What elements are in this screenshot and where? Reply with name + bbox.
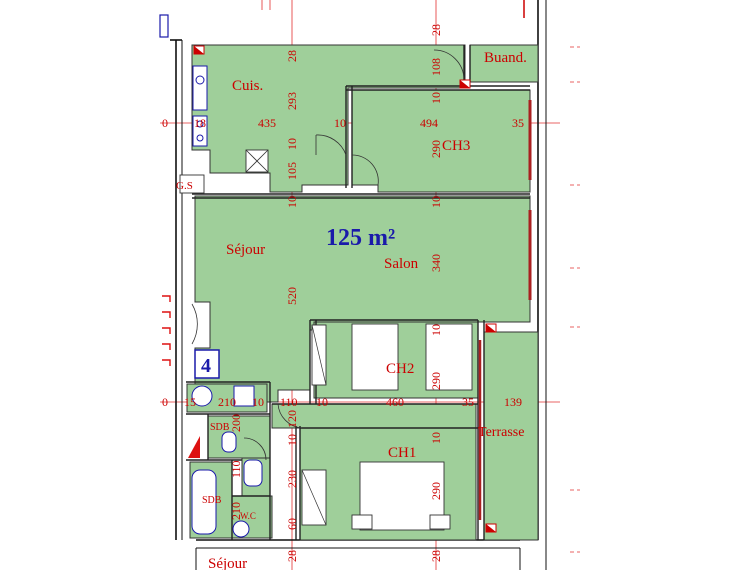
dim-label: 108 (429, 58, 443, 76)
room-labels: Cuis. Buand. CH3 G.S Séjour Salon CH2 CH… (176, 50, 527, 570)
dim-label: 139 (504, 395, 522, 409)
staircase-marker-icon (188, 436, 200, 458)
apartment-number-box (194, 349, 220, 379)
washbasin-icon (191, 385, 213, 407)
dim-label: 28 (285, 50, 299, 62)
dim-label: 120 (285, 410, 299, 428)
dim-label: 230 (285, 470, 299, 488)
fixtures (162, 45, 497, 538)
dim-label: 105 (285, 162, 299, 180)
bathtub-icon (191, 469, 217, 535)
bed-ch2-icon (351, 323, 399, 391)
dim-label: 290 (429, 140, 443, 158)
room-label-ch2: CH2 (386, 361, 414, 377)
dim-label: 60 (285, 518, 299, 530)
dim-label: 290 (429, 372, 443, 390)
dim-label: 435 (258, 116, 276, 130)
room-label-sdb-top: SDB (210, 422, 230, 433)
dim-label: 28 (429, 550, 443, 562)
dim-label: 110 (280, 395, 298, 409)
room-label-wc: W.C (240, 511, 256, 521)
dim-label: 10 (429, 324, 443, 336)
dim-label: 10 (429, 196, 443, 208)
room-label-sejour: Séjour (226, 242, 265, 258)
apartment-number: 4 (201, 355, 211, 377)
room-label-sejour-bottom: Séjour (208, 556, 247, 570)
room-label-gs: G.S (176, 180, 193, 192)
dim-label: 494 (420, 116, 438, 130)
room-label-ch3: CH3 (442, 138, 470, 154)
dim-label: 10 (429, 92, 443, 104)
dim-label: 10 (285, 196, 299, 208)
stove-icon (192, 115, 208, 147)
dim-label: 210 (229, 502, 243, 520)
dim-label: 0 (162, 116, 168, 130)
room-label-salon: Salon (384, 256, 419, 272)
total-area-label: 125 m² (326, 225, 395, 251)
dim-label: 10 (334, 116, 346, 130)
toilet-icon (232, 520, 250, 538)
dim-label: 290 (429, 482, 443, 500)
dim-label: 110 (229, 460, 243, 478)
room-label-laundry: Buand. (484, 50, 527, 66)
room-label-sdb-bottom: SDB (202, 495, 222, 506)
dim-label: 35 (462, 395, 474, 409)
dim-label: 520 (285, 287, 299, 305)
dim-label: 10 (252, 395, 264, 409)
dim-label: 15 (184, 395, 196, 409)
dim-label: 35 (512, 116, 524, 130)
dimension-labels: 28 28 293 108 10 0 18 435 10 494 35 10 1… (162, 24, 524, 562)
dim-label: 10 (316, 395, 328, 409)
dim-label: 10 (285, 434, 299, 446)
dim-label: 28 (429, 24, 443, 36)
dim-label: 293 (285, 92, 299, 110)
dim-label: 210 (218, 395, 236, 409)
kitchen-sink-icon (192, 65, 208, 111)
dim-label: 28 (285, 550, 299, 562)
sejour-salon-area (194, 195, 531, 403)
room-label-kitchen: Cuis. (232, 78, 263, 94)
dim-label: 340 (429, 254, 443, 272)
dim-label: 460 (386, 395, 404, 409)
room-label-terrace: Terrasse (478, 425, 524, 440)
room-label-ch1: CH1 (388, 445, 416, 461)
dim-label: 200 (229, 414, 243, 432)
dim-label: 0 (162, 395, 168, 409)
corridor-area (271, 403, 477, 429)
dim-label: 10 (429, 432, 443, 444)
dim-label: 10 (285, 138, 299, 150)
inner-walls (186, 45, 532, 540)
dim-label: 18 (194, 116, 206, 130)
